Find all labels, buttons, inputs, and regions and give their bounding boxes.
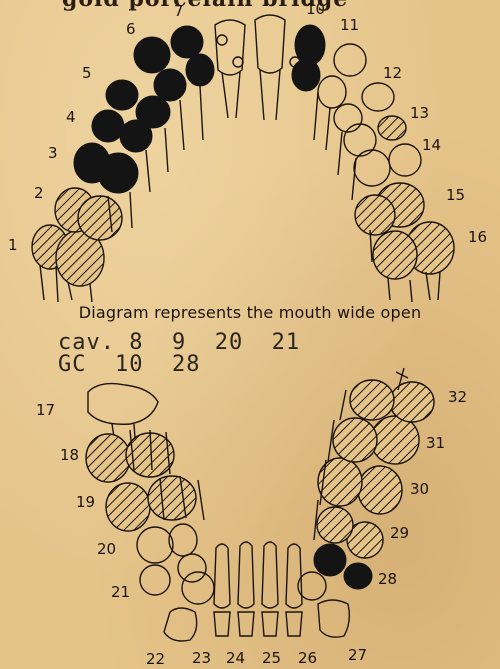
tooth-number-16: 16: [468, 228, 487, 246]
tooth-number-26: 26: [298, 649, 317, 667]
diagram-caption: Diagram represents the mouth wide open: [0, 303, 500, 322]
tooth-5: [106, 80, 138, 110]
tooth-10: [295, 25, 325, 65]
tooth-number-12: 12: [383, 64, 402, 82]
tooth-24: [238, 612, 254, 636]
tooth-7: [171, 26, 203, 58]
tooth-number-23: 23: [192, 649, 211, 667]
tooth-12: [362, 83, 394, 111]
tooth-number-3: 3: [48, 144, 58, 162]
tooth-10b: [292, 59, 320, 91]
tooth-3b: [98, 153, 138, 193]
tooth-30: [358, 466, 402, 514]
tooth-20b: [169, 524, 197, 556]
tooth-21b: [178, 554, 206, 582]
tooth-number-13: 13: [410, 104, 429, 122]
tooth-number-30: 30: [410, 480, 429, 498]
tooth-number-2: 2: [34, 184, 44, 202]
tooth-15b: [355, 195, 395, 235]
tooth-23: [214, 612, 230, 636]
tooth-11: [334, 44, 366, 76]
tooth-1-roots: [40, 265, 58, 302]
tooth-5b: [136, 96, 170, 128]
tooth-number-17: 17: [36, 401, 55, 419]
tooth-number-7: 7: [174, 2, 184, 20]
tooth-number-32: 32: [448, 388, 467, 406]
gold-crown-notation: GC 10 28: [58, 354, 200, 376]
tooth-26: [286, 612, 302, 636]
tooth-number-19: 19: [76, 493, 95, 511]
tooth-18: [86, 434, 130, 482]
tooth-number-31: 31: [426, 434, 445, 452]
tooth-22b: [182, 572, 214, 604]
lower-incisor-crowns: [214, 542, 302, 608]
tooth-number-4: 4: [66, 108, 76, 126]
tooth-16b: [373, 231, 417, 279]
tooth-21: [140, 565, 170, 595]
incisor-roots: [222, 70, 280, 120]
tooth-13b: [344, 124, 376, 156]
tooth-7b: [186, 54, 214, 86]
tooth-31: [371, 416, 419, 464]
tooth-28b: [344, 563, 372, 589]
tooth-6: [134, 37, 170, 73]
tooth-2b: [78, 196, 122, 240]
tooth-9: [255, 15, 285, 73]
tooth-11b: [318, 76, 346, 108]
tooth-number-22: 22: [146, 650, 165, 668]
tooth-12b: [334, 104, 362, 132]
tooth-number-27: 27: [348, 646, 367, 664]
tooth-number-18: 18: [60, 446, 79, 464]
tooth-number-29: 29: [390, 524, 409, 542]
tooth-number-25: 25: [262, 649, 281, 667]
tooth-6b: [154, 69, 186, 101]
tooth-19: [106, 483, 150, 531]
tooth-number-1: 1: [8, 236, 18, 254]
tooth-number-10: 10: [306, 0, 325, 18]
cavity-8b: [233, 57, 243, 67]
tooth-14b: [354, 150, 390, 186]
cavity-notation: cav. 8 9 20 21: [58, 332, 300, 354]
upper-arch: [32, 15, 454, 302]
tooth-number-15: 15: [446, 186, 465, 204]
tooth-32: [390, 382, 434, 422]
tooth-number-14: 14: [422, 136, 441, 154]
tooth-25: [262, 612, 278, 636]
tooth-14: [389, 144, 421, 176]
tooth-32b: [350, 380, 394, 420]
tooth-27: [318, 600, 349, 637]
tooth-22: [164, 608, 197, 641]
tooth-number-20: 20: [97, 540, 116, 558]
tooth-27b: [298, 572, 326, 600]
cavity-8: [217, 35, 227, 45]
tooth-29b: [317, 507, 353, 543]
tooth-19b: [148, 476, 196, 520]
tooth-4: [92, 110, 124, 142]
tooth-31b: [333, 418, 377, 462]
tooth-number-11: 11: [340, 16, 359, 34]
tooth-number-5: 5: [82, 64, 92, 82]
tooth-number-28: 28: [378, 570, 397, 588]
tooth-number-21: 21: [111, 583, 130, 601]
tooth-30b: [318, 458, 362, 506]
tooth-17: [88, 384, 158, 425]
tooth-number-24: 24: [226, 649, 245, 667]
tooth-28: [314, 544, 346, 576]
tooth-20: [137, 527, 173, 563]
lower-arch: [86, 368, 434, 641]
tooth-13: [378, 116, 406, 140]
tooth-number-6: 6: [126, 20, 136, 38]
